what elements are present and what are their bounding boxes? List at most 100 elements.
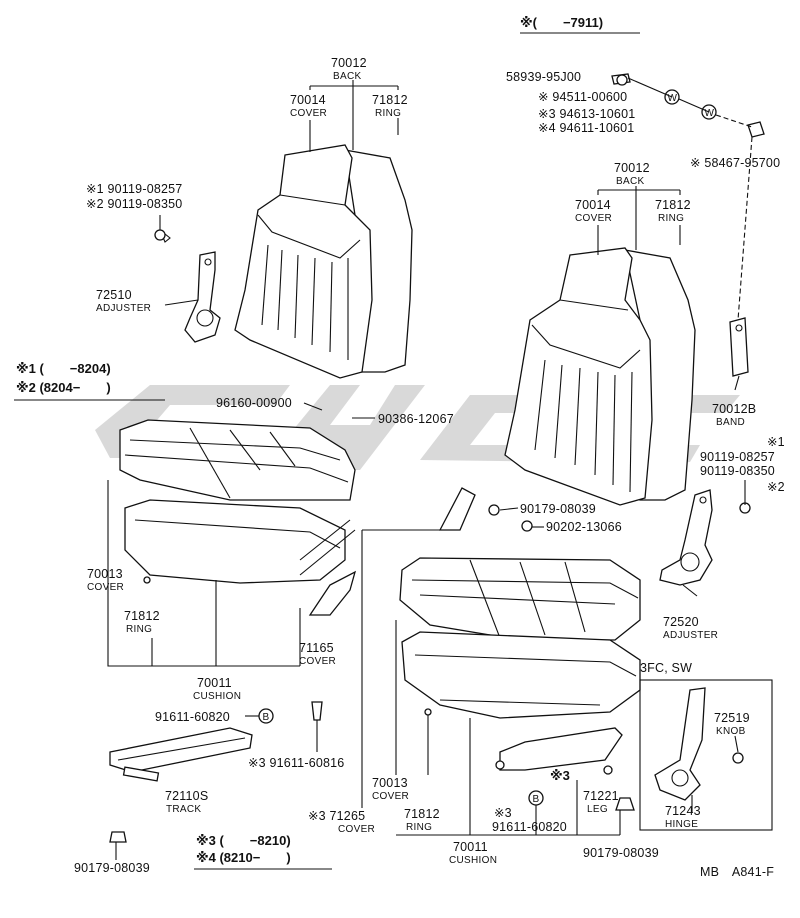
caption-hinge: HINGE: [665, 819, 698, 830]
caption-cover-d: COVER: [299, 656, 336, 667]
note-4: ※4 (8210− ): [196, 850, 291, 865]
fastener-90202: [521, 520, 533, 532]
label-70012-a: 70012: [331, 56, 367, 70]
mark-3-leg: ※3: [550, 768, 570, 783]
label-91611-60820-a: 91611-60820: [155, 710, 230, 724]
cover-71265: [438, 487, 476, 531]
label-71812-c: 71812: [124, 609, 160, 623]
left-adjuster: [154, 229, 221, 343]
label-70012-b: 70012: [614, 161, 650, 175]
label-94613-10601: ※3 94613-10601: [538, 107, 635, 121]
label-71812-d: 71812: [404, 807, 440, 821]
caption-leg: LEG: [587, 804, 608, 815]
caption-back-a: BACK: [333, 71, 361, 82]
label-58939-95j00: 58939-95J00: [506, 70, 581, 84]
leader-lines: [115, 80, 746, 860]
variant-notes-bottom: ※3 ( −8210) ※4 (8210− ): [194, 833, 332, 870]
caption-band: BAND: [716, 417, 745, 428]
label-90386-12067: 90386-12067: [378, 412, 454, 426]
caption-back-b: BACK: [616, 176, 644, 187]
fastener-90179-a: [488, 504, 500, 516]
label-94611-10601: ※4 94611-10601: [538, 121, 634, 135]
label-96160-00900: 96160-00900: [216, 396, 292, 410]
caption-cover-a: COVER: [290, 108, 327, 119]
left-seat-back: [234, 144, 413, 379]
label-94511-00600: ※ 94511-00600: [538, 90, 627, 104]
washer-symbol-b: W: [705, 108, 715, 119]
label-91611-60816: ※3 91611-60816: [248, 756, 344, 770]
label-71812-b: 71812: [655, 198, 691, 212]
label-70014-b: 70014: [575, 198, 611, 212]
band-part: [729, 317, 749, 377]
bracket-left-cushion: [107, 480, 152, 667]
b-symbol-a: B: [263, 712, 270, 723]
label-71221: 71221: [583, 789, 619, 803]
label-90179-08039-b: 90179-08039: [583, 846, 659, 860]
mark-2-right: ※2: [767, 480, 785, 494]
caption-ring-c: RING: [126, 624, 152, 635]
right-top-fasteners: W W: [611, 73, 765, 138]
mark-1-right: ※1: [767, 435, 785, 449]
right-cushion: [399, 557, 641, 719]
label-58467-95700: ※ 58467-95700: [690, 156, 780, 170]
right-adjuster: [659, 489, 751, 586]
fastener-90179-c: [109, 831, 127, 843]
inset-3fc-sw-box: [639, 679, 773, 831]
left-cushion: [119, 419, 357, 616]
caption-ring-d: RING: [406, 822, 432, 833]
label-70014-a: 70014: [290, 93, 326, 107]
header-note: ※( −7911): [520, 15, 603, 30]
label-3fc-sw: 3FC, SW: [640, 661, 692, 675]
label-90119-08257-a: ※1 90119-08257: [86, 182, 182, 196]
note-2: ※2 (8204− ): [16, 380, 111, 395]
caption-cover-c: COVER: [87, 582, 124, 593]
label-90202-13066: 90202-13066: [546, 520, 622, 534]
label-70011-b: 70011: [453, 840, 488, 854]
caption-adjuster-b: ADJUSTER: [663, 630, 718, 641]
label-71165: 71165: [299, 641, 334, 655]
right-seat-back: [504, 247, 696, 506]
caption-knob: KNOB: [716, 726, 746, 737]
caption-adjuster-a: ADJUSTER: [96, 303, 151, 314]
caption-cushion-a: CUSHION: [193, 691, 241, 702]
caption-ring-a: RING: [375, 108, 401, 119]
label-90119-08350-a: ※2 90119-08350: [86, 197, 182, 211]
label-70012b: 70012B: [712, 402, 756, 416]
hinge-part: [654, 687, 744, 801]
track-part: B: [109, 701, 323, 782]
leg-part: B: [495, 727, 635, 811]
label-70013-a: 70013: [87, 567, 123, 581]
label-70011-a: 70011: [197, 676, 232, 690]
washer-symbol-a: W: [668, 93, 678, 104]
label-72520: 72520: [663, 615, 699, 629]
label-72519: 72519: [714, 711, 750, 725]
label-91611-60820-b: 91611-60820: [492, 820, 567, 834]
caption-cover-b: COVER: [575, 213, 612, 224]
part-labels: 70012 BACK 70014 COVER 71812 RING ※1 901…: [74, 56, 785, 879]
caption-cover-e: COVER: [372, 791, 409, 802]
label-90179-08039-c: 90179-08039: [74, 861, 150, 875]
caption-ring-b: RING: [658, 213, 684, 224]
caption-track: TRACK: [166, 804, 201, 815]
caption-cushion-b: CUSHION: [449, 855, 497, 866]
dash-band: [737, 136, 753, 321]
leader-top-a: [627, 77, 673, 98]
label-72510: 72510: [96, 288, 132, 302]
label-90179-08039-a: 90179-08039: [520, 502, 596, 516]
note-3: ※3 ( −8210): [196, 833, 291, 848]
label-90119-08350-b: 90119-08350: [700, 464, 775, 478]
b-symbol-b: B: [533, 794, 540, 805]
leader-top-b: [678, 98, 710, 113]
mark-3-bolt: ※3: [494, 806, 512, 820]
variant-notes-left: ※1 ( −8204) ※2 (8204− ): [14, 361, 165, 401]
label-72110s: 72110S: [165, 789, 208, 803]
caption-cover-f: COVER: [338, 824, 375, 835]
dash-top-c: [715, 114, 753, 128]
label-90119-08257-b: 90119-08257: [700, 450, 775, 464]
label-71265: ※3 71265: [308, 809, 365, 823]
label-71243: 71243: [665, 804, 701, 818]
label-71812-a: 71812: [372, 93, 408, 107]
note-1: ※1 ( −8204): [16, 361, 111, 376]
diagram-code: MB A841-F: [700, 865, 774, 879]
